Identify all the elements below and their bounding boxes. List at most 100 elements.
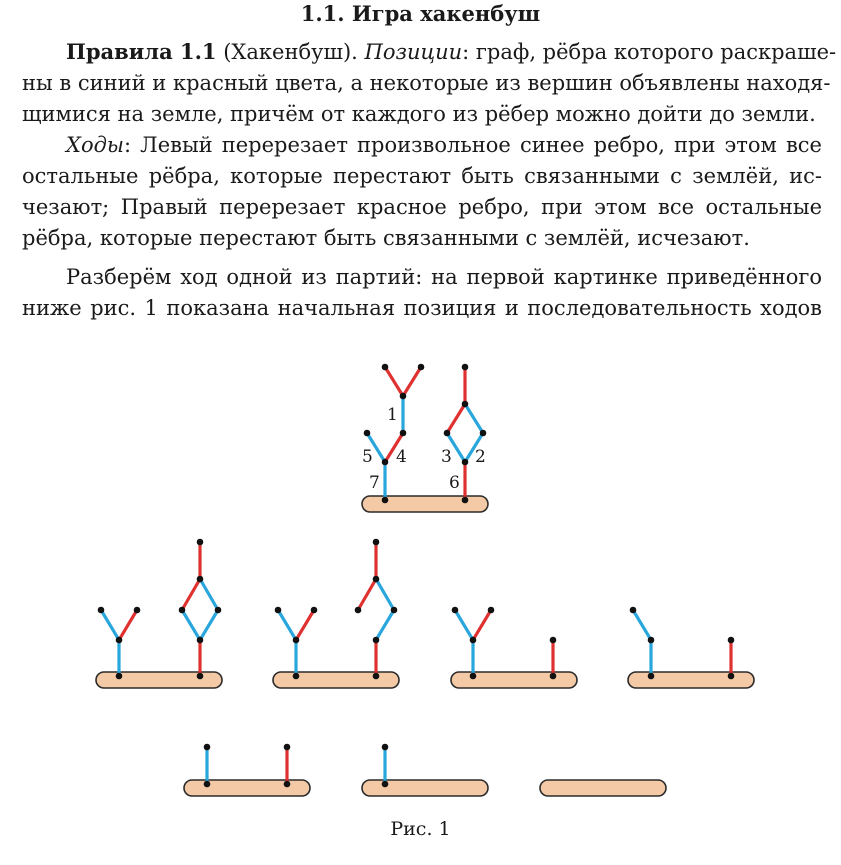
vertex: [363, 429, 371, 437]
rule-term-moves: Ходы: [66, 133, 125, 157]
vertex: [727, 672, 735, 680]
edge-d2: [631, 608, 653, 642]
vertex: [283, 780, 291, 788]
vertex: [97, 606, 105, 614]
vertex: [629, 606, 637, 614]
edge-blue-5: [365, 431, 387, 464]
vertex: [381, 743, 389, 751]
vertex: [399, 392, 407, 400]
vertex: [372, 575, 380, 583]
vertex: [196, 672, 204, 680]
edge-blue-2: [463, 431, 485, 464]
rule-paragraph: Правила 1.1 (Хакенбуш). Позиции: граф, р…: [22, 36, 836, 254]
rule-line-1-rest: : граф, рёбра которого раскраше-: [462, 40, 837, 64]
vertex: [417, 363, 425, 371]
edge-b3: [294, 608, 316, 642]
vertex: [310, 606, 318, 614]
vertex: [292, 672, 300, 680]
edge-label-2: 2: [475, 447, 486, 467]
vertex: [274, 606, 282, 614]
rule-line-2: ны в синий и красный цвета, а некоторые …: [22, 71, 831, 95]
edge-a5: [180, 608, 202, 642]
edge-label-5: 5: [362, 447, 373, 467]
vertex: [549, 672, 557, 680]
vertex: [354, 606, 362, 614]
rule-line-7: рёбра, которые перестают быть связанными…: [22, 226, 750, 250]
edge-red-4: [383, 431, 405, 464]
vertex: [203, 743, 211, 751]
ground-e: [183, 779, 311, 797]
ground-b: [272, 671, 400, 689]
vertex: [292, 636, 300, 644]
edge-label-1: 1: [387, 405, 398, 425]
vertex: [461, 458, 469, 466]
rule-line-4-rest: : Левый перерезает произвольное синее ре…: [124, 133, 822, 157]
vertex: [196, 575, 204, 583]
ground-main: [361, 495, 489, 513]
rule-line-5: остальные рёбра, которые перестают быть …: [22, 164, 822, 188]
edge-blue-diamond-right: [463, 402, 485, 435]
vertex: [399, 429, 407, 437]
edge-labels: 1 5 4 3 2 7 6: [362, 405, 486, 493]
vertex: [647, 672, 655, 680]
paragraph-2-line-1: Разберём ход одной из партий: на первой …: [66, 265, 822, 289]
vertices: [97, 363, 735, 788]
edge-label-7: 7: [369, 473, 380, 493]
ground-a: [95, 671, 223, 689]
edge-b2: [276, 608, 298, 642]
vertex: [372, 672, 380, 680]
edge-label-6: 6: [449, 473, 460, 493]
rule-paren: (Хакенбуш).: [216, 40, 365, 64]
vertex: [443, 429, 451, 437]
ground-g: [539, 779, 667, 797]
ground-c: [450, 671, 578, 689]
vertex: [461, 400, 469, 408]
edge-c3: [471, 608, 493, 642]
vertex: [133, 606, 141, 614]
vertex: [451, 606, 459, 614]
edge-c2: [453, 608, 475, 642]
section-heading: 1.1. Игра хакенбуш: [300, 1, 541, 26]
vertex: [283, 743, 291, 751]
figure-caption: Рис. 1: [390, 818, 451, 840]
vertex: [196, 538, 204, 546]
vertex: [372, 538, 380, 546]
paragraph-2: Разберём ход одной из партий: на первой …: [22, 262, 822, 324]
edge-red-diamond-left: [445, 402, 467, 435]
vertex: [381, 363, 389, 371]
rule-line-1: Правила 1.1 (Хакенбуш). Позиции: граф, р…: [22, 36, 836, 68]
vertex: [487, 606, 495, 614]
vertex: [469, 636, 477, 644]
paragraph-2-line-2: ниже рис. 1 показана начальная позиция и…: [22, 296, 822, 320]
vertex: [381, 458, 389, 466]
edge-b7: [374, 577, 396, 612]
ground-f: [361, 779, 489, 797]
rule-term-positions: Позиции: [364, 40, 463, 64]
edge-blue-3: [445, 431, 467, 464]
edge-b6: [356, 577, 378, 612]
vertex: [381, 496, 389, 504]
vertex: [196, 636, 204, 644]
grounds: [95, 495, 755, 797]
edge-b5: [374, 608, 396, 642]
hackenbush-figure: 1 5 4 3 2 7 6: [95, 363, 755, 797]
edge-a8: [198, 577, 220, 612]
vertex: [115, 672, 123, 680]
vertex: [372, 636, 380, 644]
vertex: [461, 496, 469, 504]
edge-red-top-left: [383, 365, 405, 398]
edge-a2: [99, 608, 121, 642]
rule-line-3: щимися на земле, причём от каждого из рё…: [22, 102, 816, 126]
vertex: [178, 606, 186, 614]
vertex: [469, 672, 477, 680]
vertex: [479, 429, 487, 437]
vertex: [727, 636, 735, 644]
vertex: [549, 636, 557, 644]
vertex: [203, 780, 211, 788]
edge-red-top-right: [401, 365, 423, 398]
vertex: [647, 636, 655, 644]
edge-label-3: 3: [441, 447, 452, 467]
edge-a7: [180, 577, 202, 612]
rule-line-6: чезают; Правый перерезает красное ребро,…: [22, 195, 822, 219]
rule-label: Правила 1.1: [66, 39, 217, 64]
